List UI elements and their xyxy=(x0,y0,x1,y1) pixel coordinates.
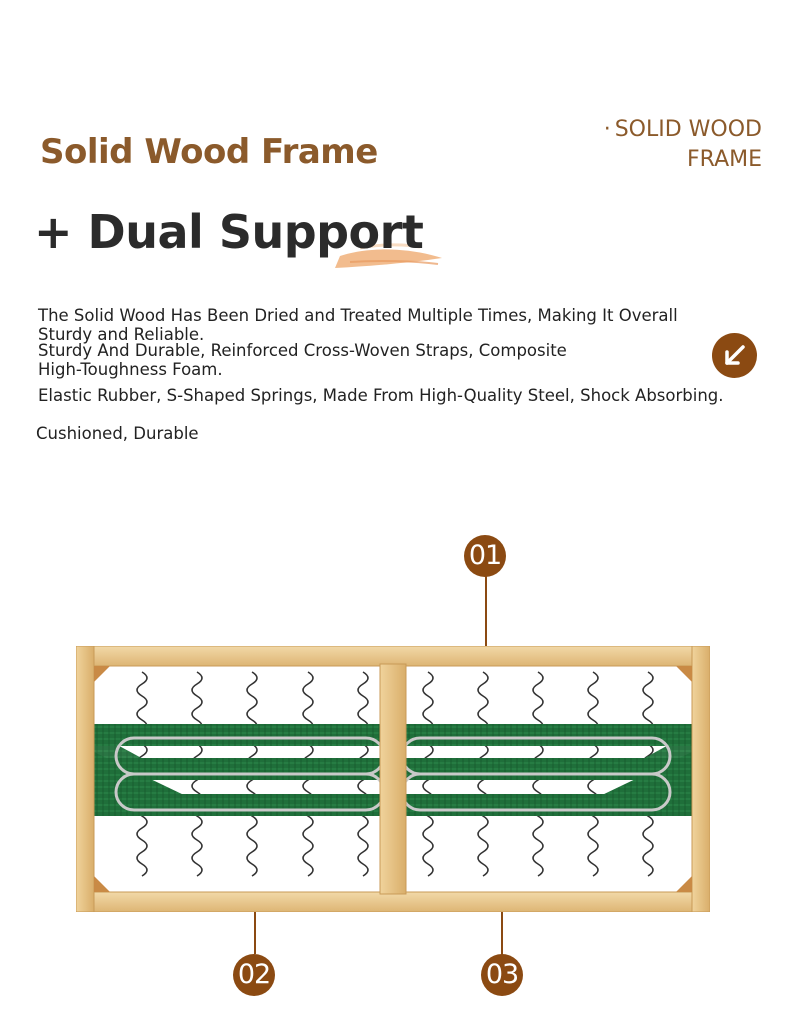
description-line-5: Elastic Rubber, S-Shaped Springs, Made F… xyxy=(38,386,724,405)
tag-bullet: · xyxy=(603,117,611,142)
brush-stroke-decoration xyxy=(335,243,442,268)
leader-line-01 xyxy=(485,576,487,653)
sofa-frame-illustration xyxy=(76,646,710,912)
tag-line-2: FRAME xyxy=(687,147,762,172)
arrow-down-left-button[interactable] xyxy=(712,333,757,378)
description-line-2: Sturdy and Reliable. xyxy=(38,325,205,344)
description-line-1: The Solid Wood Has Been Dried and Treate… xyxy=(38,306,678,325)
marker-02: 02 xyxy=(233,954,275,996)
tag-line-1: SOLID WOOD xyxy=(614,117,762,142)
title-dual-support: + Dual Support xyxy=(34,205,424,259)
description-line-3: Sturdy And Durable, Reinforced Cross-Wov… xyxy=(38,341,567,360)
description-line-6: Cushioned, Durable xyxy=(36,424,199,443)
marker-03: 03 xyxy=(481,954,523,996)
section-tag: ·SOLID WOOD FRAME xyxy=(542,115,762,175)
arrow-down-left-icon xyxy=(725,345,745,365)
marker-01: 01 xyxy=(464,535,506,577)
description-line-4: High-Toughness Foam. xyxy=(38,360,223,379)
title-solid-wood-frame: Solid Wood Frame xyxy=(40,132,378,172)
